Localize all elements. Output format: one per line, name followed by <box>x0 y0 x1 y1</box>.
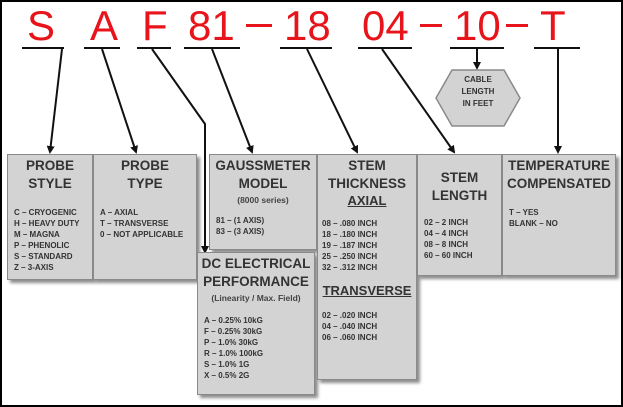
gaussmeter-model-options: 81 – (1 AXIS) 83 – (3 AXIS) <box>216 216 265 236</box>
pn-underline <box>280 47 332 49</box>
temperature-compensated-options: T – YES BLANK – NO <box>509 208 558 228</box>
stem-length-options: 02 – 2 INCH 04 – 4 INCH 08 – 8 INCH 60 –… <box>424 218 473 260</box>
dc-performance-options: A – 0.25% 10kG F – 0.25% 30kG P – 1.0% 3… <box>204 316 264 380</box>
axial-heading: AXIAL <box>347 193 387 208</box>
pn-segment-04: 04 <box>362 2 409 49</box>
pn-underline <box>137 47 171 49</box>
pn-underline <box>84 47 120 49</box>
pn-underline <box>450 47 504 49</box>
gaussmeter-model-subtitle: (8000 series) <box>237 195 289 205</box>
axial-options: 08 – .080 INCH 18 – .180 INCH 19 – .187 … <box>322 219 378 272</box>
probe-style-options: C – CRYOGENIC H – HEAVY DUTY M – MAGNA P… <box>14 208 80 272</box>
pn-underline <box>22 47 64 49</box>
transverse-options: 02 – .020 INCH 04 – .040 INCH 06 – .060 … <box>322 311 378 342</box>
pn-segment-s: S <box>27 2 56 49</box>
cable-length-label: CABLE LENGTH IN FEET <box>461 75 495 108</box>
pn-segment-t: T <box>540 2 566 49</box>
transverse-heading: TRANSVERSE <box>322 283 412 298</box>
pn-segment-f: F <box>142 2 168 49</box>
pn-separator <box>246 24 272 27</box>
pn-underline <box>184 47 240 49</box>
pn-segment-18: 18 <box>284 2 331 49</box>
pn-segment-81: 81 <box>188 2 235 49</box>
pn-separator <box>506 24 528 27</box>
pn-segment-10: 10 <box>454 2 501 49</box>
pn-separator <box>420 24 442 27</box>
pn-underline <box>534 47 580 49</box>
pn-underline <box>358 47 412 49</box>
pn-segment-a: A <box>90 2 119 49</box>
probe-type-options: A – AXIAL T – TRANSVERSE 0 – NOT APPLICA… <box>100 208 184 239</box>
dc-performance-subtitle: (Linearity / Max. Field) <box>211 293 301 303</box>
